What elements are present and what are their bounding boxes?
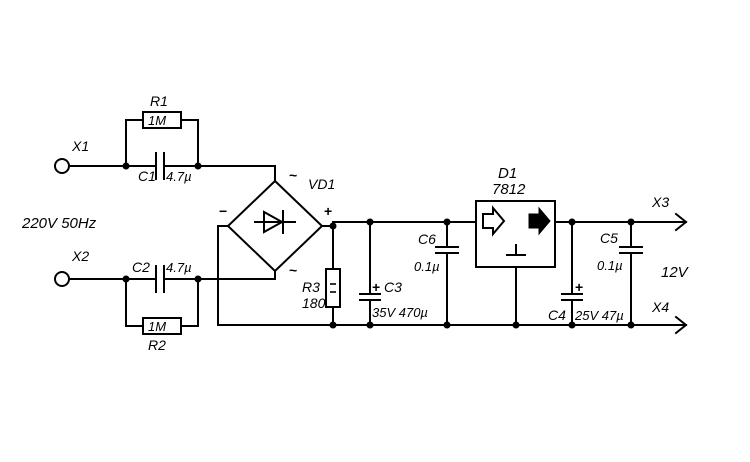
- capacitor-c2-value: 4.7µ: [166, 260, 192, 275]
- capacitor-c5-value: 0.1µ: [597, 258, 623, 273]
- resistor-r3-value: 180: [302, 295, 326, 311]
- capacitor-c6: [435, 246, 459, 254]
- regulator-input-arrow-icon: [482, 205, 506, 237]
- wire-positive-rail: [321, 221, 477, 227]
- diode-bridge-vd1: [226, 179, 324, 273]
- wire-bottom-input: [68, 270, 276, 327]
- resistor-r3-label: R3: [302, 279, 320, 295]
- resistor-r1-value: 1M: [148, 113, 166, 128]
- terminal-x1-label: X1: [71, 138, 89, 154]
- junction-dot: [122, 275, 130, 283]
- capacitor-c2-label: C2: [132, 259, 150, 275]
- resistor-r2-label: R2: [148, 337, 166, 353]
- capacitor-c3-label: C3: [384, 279, 402, 295]
- capacitor-c5: [619, 246, 643, 254]
- capacitor-c4: [561, 293, 583, 301]
- junction-dot: [568, 321, 576, 329]
- junction-dot: [194, 162, 202, 170]
- regulator-d1: [475, 200, 556, 268]
- regulator-value: 7812: [492, 181, 526, 198]
- junction-dot: [512, 321, 520, 329]
- resistor-r1-label: R1: [150, 93, 168, 109]
- terminal-x2: [54, 271, 70, 287]
- terminal-x1: [54, 158, 70, 174]
- junction-dot: [627, 218, 635, 226]
- capacitor-c5-label: C5: [600, 230, 618, 246]
- input-voltage-label: 220V 50Hz: [21, 215, 97, 232]
- terminal-x4-label: X4: [651, 299, 669, 315]
- capacitor-c2: [155, 265, 165, 293]
- junction-dot: [329, 321, 337, 329]
- diode-symbol-icon: [254, 210, 296, 234]
- junction-dot: [443, 321, 451, 329]
- junction-dot: [366, 321, 374, 329]
- capacitor-c3-plus-sign: +: [372, 279, 380, 295]
- output-arrow-x4-icon: [674, 315, 688, 335]
- junction-dot: [329, 222, 337, 230]
- bridge-ac-bottom-sign: ~: [289, 262, 297, 278]
- regulator-output-arrow-icon: [528, 206, 551, 236]
- resistor-r2-value: 1M: [148, 319, 166, 334]
- wire-negative-rail: [217, 225, 687, 326]
- bridge-minus-sign: −: [219, 203, 227, 219]
- capacitor-c1: [155, 152, 165, 180]
- junction-dot: [366, 218, 374, 226]
- junction-dot: [443, 218, 451, 226]
- capacitor-c4-label: C4: [548, 307, 566, 323]
- terminal-x3-label: X3: [651, 194, 669, 210]
- junction-dot: [568, 218, 576, 226]
- junction-dot: [194, 275, 202, 283]
- bridge-ac-top-sign: ~: [289, 167, 297, 183]
- terminal-x2-label: X2: [71, 248, 89, 264]
- capacitor-c3-value: 35V 470µ: [372, 305, 428, 320]
- output-arrow-x3-icon: [674, 212, 688, 232]
- diode-bridge-label: VD1: [308, 176, 335, 192]
- capacitor-c4-plus-sign: +: [575, 279, 583, 295]
- junction-dot: [122, 162, 130, 170]
- regulator-ground-symbol-icon: [506, 244, 526, 256]
- resistor-r1: [142, 111, 182, 129]
- capacitor-c6-value: 0.1µ: [414, 259, 440, 274]
- capacitor-c1-value: 4.7µ: [166, 169, 192, 184]
- resistor-r2: [142, 317, 182, 335]
- capacitor-c6-label: C6: [418, 231, 436, 247]
- wire-top-input: [68, 119, 276, 182]
- capacitor-c3: [359, 293, 381, 301]
- capacitor-c4-value: 25V 47µ: [574, 308, 624, 323]
- resistor-r3: [325, 268, 341, 308]
- output-voltage-label: 12V: [661, 264, 690, 281]
- bridge-plus-sign: +: [324, 203, 332, 219]
- regulator-label: D1: [498, 165, 517, 182]
- junction-dot: [627, 321, 635, 329]
- capacitor-c1-label: C1: [138, 168, 156, 184]
